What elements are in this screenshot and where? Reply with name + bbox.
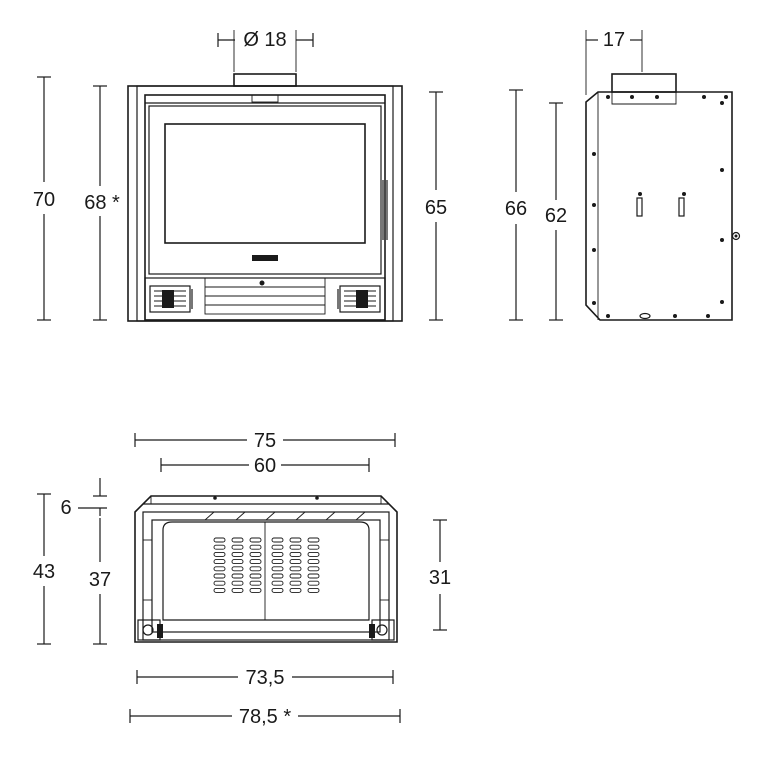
side-overall-height-label: 66 (505, 198, 527, 220)
vent-slot (271, 559, 284, 565)
top-view: 75 60 43 6 37 (33, 430, 451, 728)
vent-slot (213, 566, 226, 572)
top-vent-slots (213, 537, 320, 593)
top-overall-depth-label: 43 (33, 561, 55, 583)
vent-slot (271, 573, 284, 579)
top-inner-depth-label: 31 (429, 567, 451, 589)
top-inner-width-dimension: 60 (160, 455, 370, 477)
top-outer-width-dimension: 75 (134, 430, 396, 452)
front-stove-body (127, 73, 403, 322)
top-base-width-dimension: 73,5 (136, 667, 394, 689)
vent-slot (271, 580, 284, 586)
vent-slot (307, 580, 320, 586)
vent-slot (307, 566, 320, 572)
vent-slot (249, 587, 262, 593)
front-overall-height-label: 70 (33, 189, 55, 211)
vent-slot (213, 587, 226, 593)
vent-slot (271, 587, 284, 593)
vent-slot (289, 587, 302, 593)
vent-slot (249, 580, 262, 586)
top-base-width-label: 73,5 (246, 667, 285, 689)
vent-slot (307, 544, 320, 550)
vent-slot (289, 566, 302, 572)
vent-slot (249, 559, 262, 565)
side-stove-body (585, 73, 741, 321)
vent-slot (231, 537, 244, 543)
side-body-height-label: 62 (545, 205, 567, 227)
vent-slot (249, 566, 262, 572)
vent-slot (307, 551, 320, 557)
top-offset-label: 6 (60, 497, 71, 519)
top-offset-dimension: 6 (60, 478, 107, 519)
top-overall-depth-dimension: 43 (33, 493, 55, 645)
vent-slot (231, 587, 244, 593)
flue-diameter-label: Ø 18 (243, 29, 286, 51)
vent-slot (289, 544, 302, 550)
vent-slot (249, 537, 262, 543)
vent-slot (307, 587, 320, 593)
vent-slot (231, 544, 244, 550)
vent-slot (307, 573, 320, 579)
vent-slot (289, 580, 302, 586)
vent-slot (213, 573, 226, 579)
front-body-height-label: 65 (425, 197, 447, 219)
top-frame-width-label: 78,5 * (239, 706, 291, 728)
vent-slot (213, 580, 226, 586)
vent-slot (289, 537, 302, 543)
vent-slot (231, 566, 244, 572)
top-stove-body (134, 495, 398, 643)
vent-slot (289, 551, 302, 557)
vent-slot (231, 559, 244, 565)
vent-slot (271, 566, 284, 572)
front-body-height-dimension: 65 (425, 91, 447, 321)
top-inner-width-label: 60 (254, 455, 276, 477)
side-overall-height-dimension: 66 (505, 89, 527, 321)
vent-slot (213, 559, 226, 565)
top-frame-width-dimension: 78,5 * (129, 706, 401, 728)
vent-slot (271, 551, 284, 557)
top-outer-width-label: 75 (254, 430, 276, 452)
vent-slot (249, 544, 262, 550)
vent-slot (271, 537, 284, 543)
vent-slot (289, 573, 302, 579)
front-overall-height-dimension: 70 (33, 76, 55, 321)
vent-slot (231, 551, 244, 557)
vent-slot (231, 580, 244, 586)
vent-slot (307, 537, 320, 543)
vent-slot (289, 559, 302, 565)
vent-slot (231, 573, 244, 579)
front-frame-height-dimension: 68 * (84, 85, 120, 321)
vent-slot (307, 559, 320, 565)
top-inner-depth-dimension: 31 (429, 519, 451, 631)
front-view: Ø 18 70 68 * 65 (33, 29, 447, 322)
vent-slot (271, 544, 284, 550)
side-body-height-dimension: 62 (545, 102, 567, 321)
flue-diameter-dimension: Ø 18 (217, 29, 314, 72)
vent-slot (213, 544, 226, 550)
front-frame-height-label: 68 * (84, 192, 120, 214)
side-view: 17 66 62 (505, 29, 741, 321)
vent-slot (213, 537, 226, 543)
vent-slot (213, 551, 226, 557)
vent-slot (249, 551, 262, 557)
top-body-depth-dimension: 37 (89, 518, 111, 645)
vent-slot (249, 573, 262, 579)
flue-depth-label: 17 (603, 29, 625, 51)
flue-depth-dimension: 17 (585, 29, 643, 95)
top-body-depth-label: 37 (89, 569, 111, 591)
